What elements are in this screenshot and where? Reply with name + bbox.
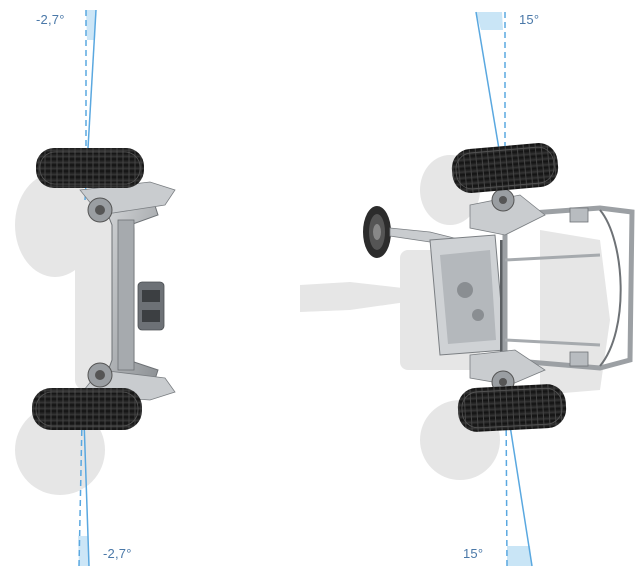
left-axle-top-angle-label: -2,7° xyxy=(36,12,65,27)
steering-wheel-icon xyxy=(363,206,391,258)
left-axle-assembly xyxy=(32,148,176,430)
left-axle-bottom-angle-label: -2,7° xyxy=(103,546,132,561)
right-axle-assembly xyxy=(363,143,635,432)
right-axle-bottom-angle-label: 15° xyxy=(463,546,484,561)
left-top-tire xyxy=(36,148,144,188)
right-top-tire xyxy=(451,143,559,193)
right-bottom-tire xyxy=(457,384,567,432)
left-bottom-angle-indicator xyxy=(78,419,90,567)
left-bottom-tire xyxy=(32,388,142,430)
right-axle-top-angle-label: 15° xyxy=(519,12,540,27)
